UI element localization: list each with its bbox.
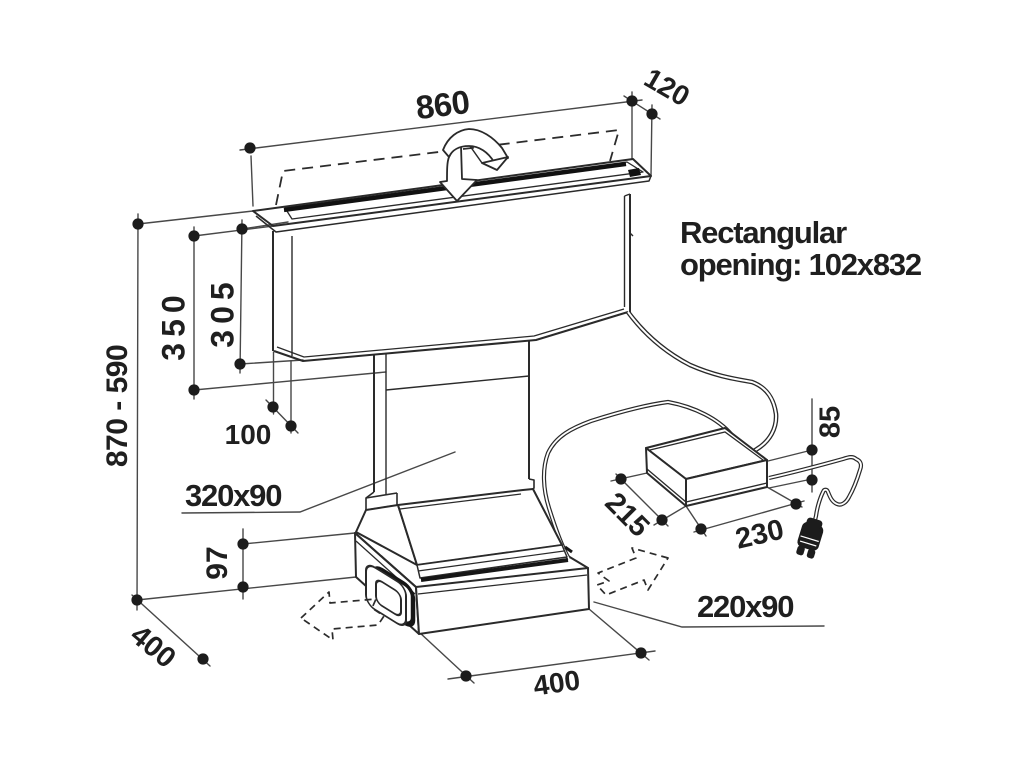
svg-text:97: 97 [201, 546, 234, 579]
svg-text:Rectangular: Rectangular [680, 215, 847, 250]
svg-text:100: 100 [225, 419, 272, 450]
svg-text:opening: 102x832: opening: 102x832 [680, 247, 921, 282]
svg-text:350: 350 [155, 289, 191, 360]
svg-text:870 - 590: 870 - 590 [101, 345, 134, 467]
svg-text:85: 85 [815, 406, 847, 438]
svg-text:220x90: 220x90 [697, 589, 793, 624]
svg-text:320x90: 320x90 [185, 478, 281, 513]
svg-text:860: 860 [414, 83, 472, 126]
svg-text:305: 305 [204, 276, 240, 347]
svg-text:400: 400 [531, 664, 582, 701]
